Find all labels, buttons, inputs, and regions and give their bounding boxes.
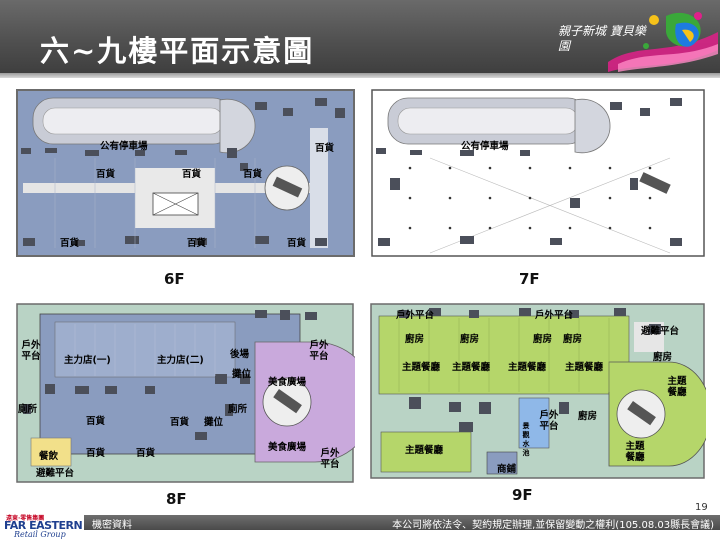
9f-label-restaurant-1: 主題餐廳 bbox=[402, 362, 441, 373]
9f-label-kitchen-1: 廚房 bbox=[405, 334, 425, 345]
9f-label-outdoor-1: 戶外平台 bbox=[396, 310, 435, 321]
floor-label-6f: 6F bbox=[164, 270, 185, 288]
9f-label-water-feature: 景觀水池 bbox=[522, 422, 530, 457]
6f-label-dept-2: 百貨 bbox=[182, 169, 202, 180]
8f-label-outdoor-1: 戶外平台 bbox=[21, 340, 41, 362]
footer-bar bbox=[84, 515, 720, 530]
company-logo-cn: 遠東·零售集團 bbox=[6, 515, 45, 522]
9f-label-restaurant-7: 主題餐廳 bbox=[625, 441, 645, 463]
header-bar bbox=[0, 0, 720, 78]
logo-text: 親子新城 寶貝樂園 bbox=[558, 24, 646, 53]
8f-label-outdoor-2: 戶外平台 bbox=[309, 340, 329, 362]
6f-label-dept-5: 百貨 bbox=[60, 238, 80, 249]
8f-label-backstage: 後場 bbox=[230, 349, 250, 360]
6f-label-dept-6: 百貨 bbox=[187, 238, 207, 249]
9f-label-kitchen-6: 廚房 bbox=[578, 411, 598, 422]
floor-label-7f: 7F bbox=[519, 270, 540, 288]
9f-label-restaurant-4: 主題餐廳 bbox=[565, 362, 604, 373]
9f-label-kitchen-5: 廚房 bbox=[653, 352, 673, 363]
page-number: 19 bbox=[695, 502, 708, 513]
8f-label-outdoor-3: 戶外平台 bbox=[320, 448, 340, 470]
6f-label-dept-4: 百貨 bbox=[315, 143, 335, 154]
8f-label-restroom-1: 廁所 bbox=[18, 404, 38, 415]
8f-label-food-court-1: 美食廣場 bbox=[268, 377, 307, 388]
floor-label-8f: 8F bbox=[166, 490, 187, 508]
company-logo-sub: Retail Group bbox=[14, 530, 66, 539]
6f-label-dept-1: 百貨 bbox=[96, 169, 116, 180]
8f-label-food-court-2: 美食廣場 bbox=[268, 442, 307, 453]
floor-plan-9f bbox=[369, 302, 706, 480]
9f-label-outdoor-3: 戶外平台 bbox=[539, 410, 559, 432]
9f-label-outdoor-2: 戶外平台 bbox=[535, 310, 574, 321]
9f-label-restaurant-6: 主題餐廳 bbox=[405, 445, 444, 456]
page-title: 六~九樓平面示意圖 bbox=[40, 34, 315, 68]
9f-label-kitchen-4: 廚房 bbox=[563, 334, 583, 345]
9f-label-kitchen-2: 廚房 bbox=[460, 334, 480, 345]
floor-plan-7f bbox=[370, 88, 706, 258]
9f-label-kitchen-3: 廚房 bbox=[533, 334, 553, 345]
8f-label-anchor-2: 主力店(二) bbox=[157, 355, 204, 366]
floor-label-9f: 9F bbox=[512, 486, 533, 504]
8f-label-booth-1: 攤位 bbox=[232, 369, 252, 380]
6f-label-dept-7: 百貨 bbox=[287, 238, 307, 249]
8f-label-refuge: 避難平台 bbox=[36, 468, 75, 479]
7f-label-parking: 公有停車場 bbox=[461, 141, 509, 152]
floor-plan-6f bbox=[15, 88, 356, 258]
9f-label-shops: 商鋪 bbox=[497, 464, 517, 475]
8f-label-dept-4: 百貨 bbox=[136, 448, 156, 459]
9f-label-restaurant-2: 主題餐廳 bbox=[452, 362, 491, 373]
8f-label-dining: 餐飲 bbox=[39, 451, 59, 462]
6f-label-dept-3: 百貨 bbox=[243, 169, 263, 180]
company-logo-en: FAR EASTERN bbox=[4, 519, 83, 532]
8f-label-restroom-2: 廁所 bbox=[228, 404, 248, 415]
8f-label-anchor-1: 主力店(一) bbox=[64, 355, 111, 366]
8f-label-dept-1: 百貨 bbox=[86, 416, 106, 427]
floor-plan-8f bbox=[15, 302, 355, 484]
9f-label-refuge: 避難平台 bbox=[641, 326, 680, 337]
9f-label-restaurant-3: 主題餐廳 bbox=[508, 362, 547, 373]
9f-label-restaurant-5: 主題餐廳 bbox=[667, 376, 687, 398]
6f-label-parking: 公有停車場 bbox=[100, 141, 148, 152]
8f-label-dept-2: 百貨 bbox=[170, 417, 190, 428]
event-logo: 親子新城 寶貝樂園 bbox=[548, 2, 720, 76]
confidential-label: 機密資料 bbox=[92, 520, 132, 531]
8f-label-dept-3: 百貨 bbox=[86, 448, 106, 459]
disclaimer-text: 本公司將依法令、契約規定辦理,並保留變動之權利(105.08.03縣長會議) bbox=[392, 520, 714, 531]
8f-label-booth-2: 攤位 bbox=[204, 417, 224, 428]
